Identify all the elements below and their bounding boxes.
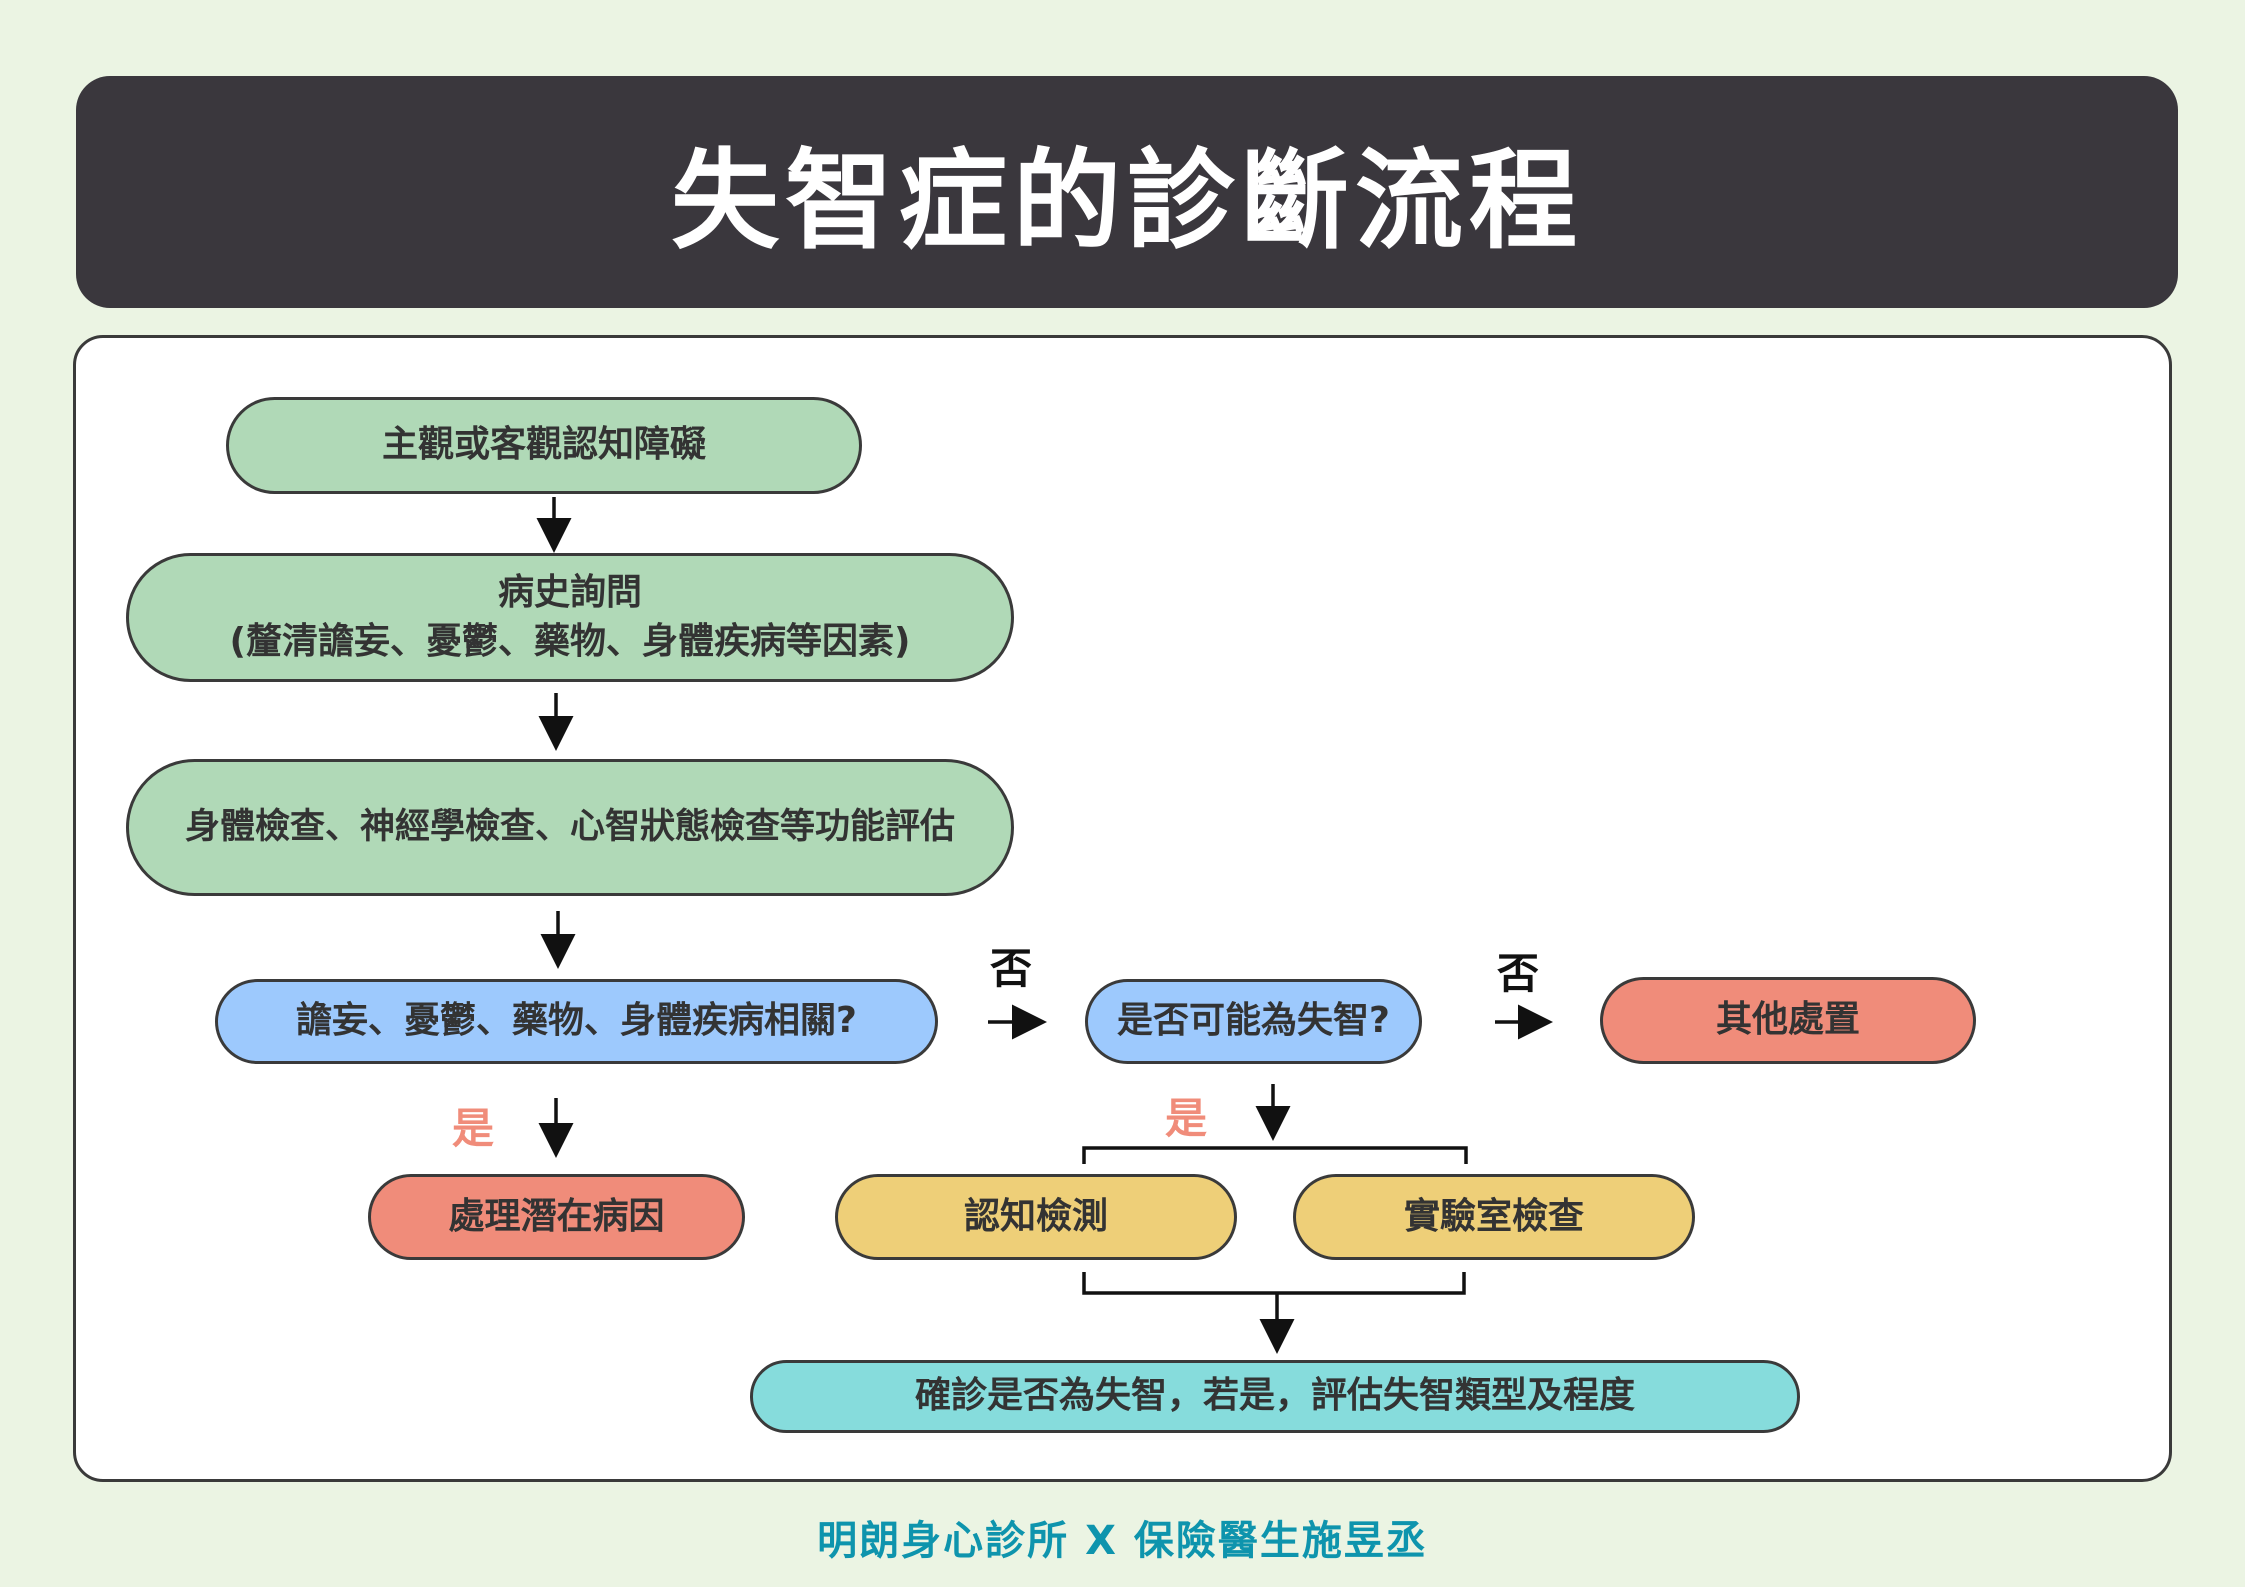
node-treat-cause: 處理潛在病因	[368, 1174, 745, 1260]
merge-bracket	[1082, 1272, 1466, 1295]
node-other-management: 其他處置	[1600, 977, 1976, 1064]
title-banner: 失智症的診斷流程	[76, 76, 2178, 308]
node-label: 身體檢查、神經學檢查、心智狀態檢查等功能評估	[184, 806, 955, 847]
label-no: 否	[990, 944, 1033, 993]
node-label: 認知檢測	[963, 1195, 1108, 1237]
node-sublabel: (釐清譫妄、憂鬱、藥物、身體疾病等因素)	[229, 620, 911, 662]
page-title: 失智症的診斷流程	[670, 139, 1583, 264]
label-yes: 是	[1165, 1094, 1208, 1143]
node-cognitive-impairment: 主觀或客觀認知障礙	[226, 397, 862, 494]
node-history-inquiry: 病史詢問 (釐清譫妄、憂鬱、藥物、身體疾病等因素)	[126, 553, 1014, 682]
node-diagnosis: 確診是否為失智，若是，評估失智類型及程度	[750, 1360, 1800, 1433]
node-lab-test: 實驗室檢查	[1293, 1174, 1695, 1260]
node-label: 確診是否為失智，若是，評估失智類型及程度	[914, 1375, 1635, 1417]
label-yes: 是	[452, 1104, 495, 1153]
flowchart-panel	[73, 335, 2172, 1482]
node-examination: 身體檢查、神經學檢查、心智狀態檢查等功能評估	[126, 759, 1014, 896]
node-label: 處理潛在病因	[448, 1195, 665, 1237]
node-dementia-question: 是否可能為失智?	[1085, 979, 1422, 1064]
footer-credit: 明朗身心診所 X 保險醫生施昱丞	[817, 1518, 1428, 1564]
node-related-question: 譫妄、憂鬱、藥物、身體疾病相關?	[215, 979, 938, 1064]
node-label: 主觀或客觀認知障礙	[381, 424, 706, 466]
node-label: 病史詢問	[497, 571, 642, 613]
node-label: 是否可能為失智?	[1117, 1000, 1390, 1042]
node-label: 其他處置	[1715, 999, 1860, 1041]
node-label: 譫妄、憂鬱、藥物、身體疾病相關?	[296, 1000, 857, 1042]
node-cognitive-test: 認知檢測	[835, 1174, 1237, 1260]
node-label: 實驗室檢查	[1403, 1195, 1584, 1237]
split-bracket	[1082, 1146, 1468, 1164]
label-no: 否	[1497, 949, 1540, 998]
